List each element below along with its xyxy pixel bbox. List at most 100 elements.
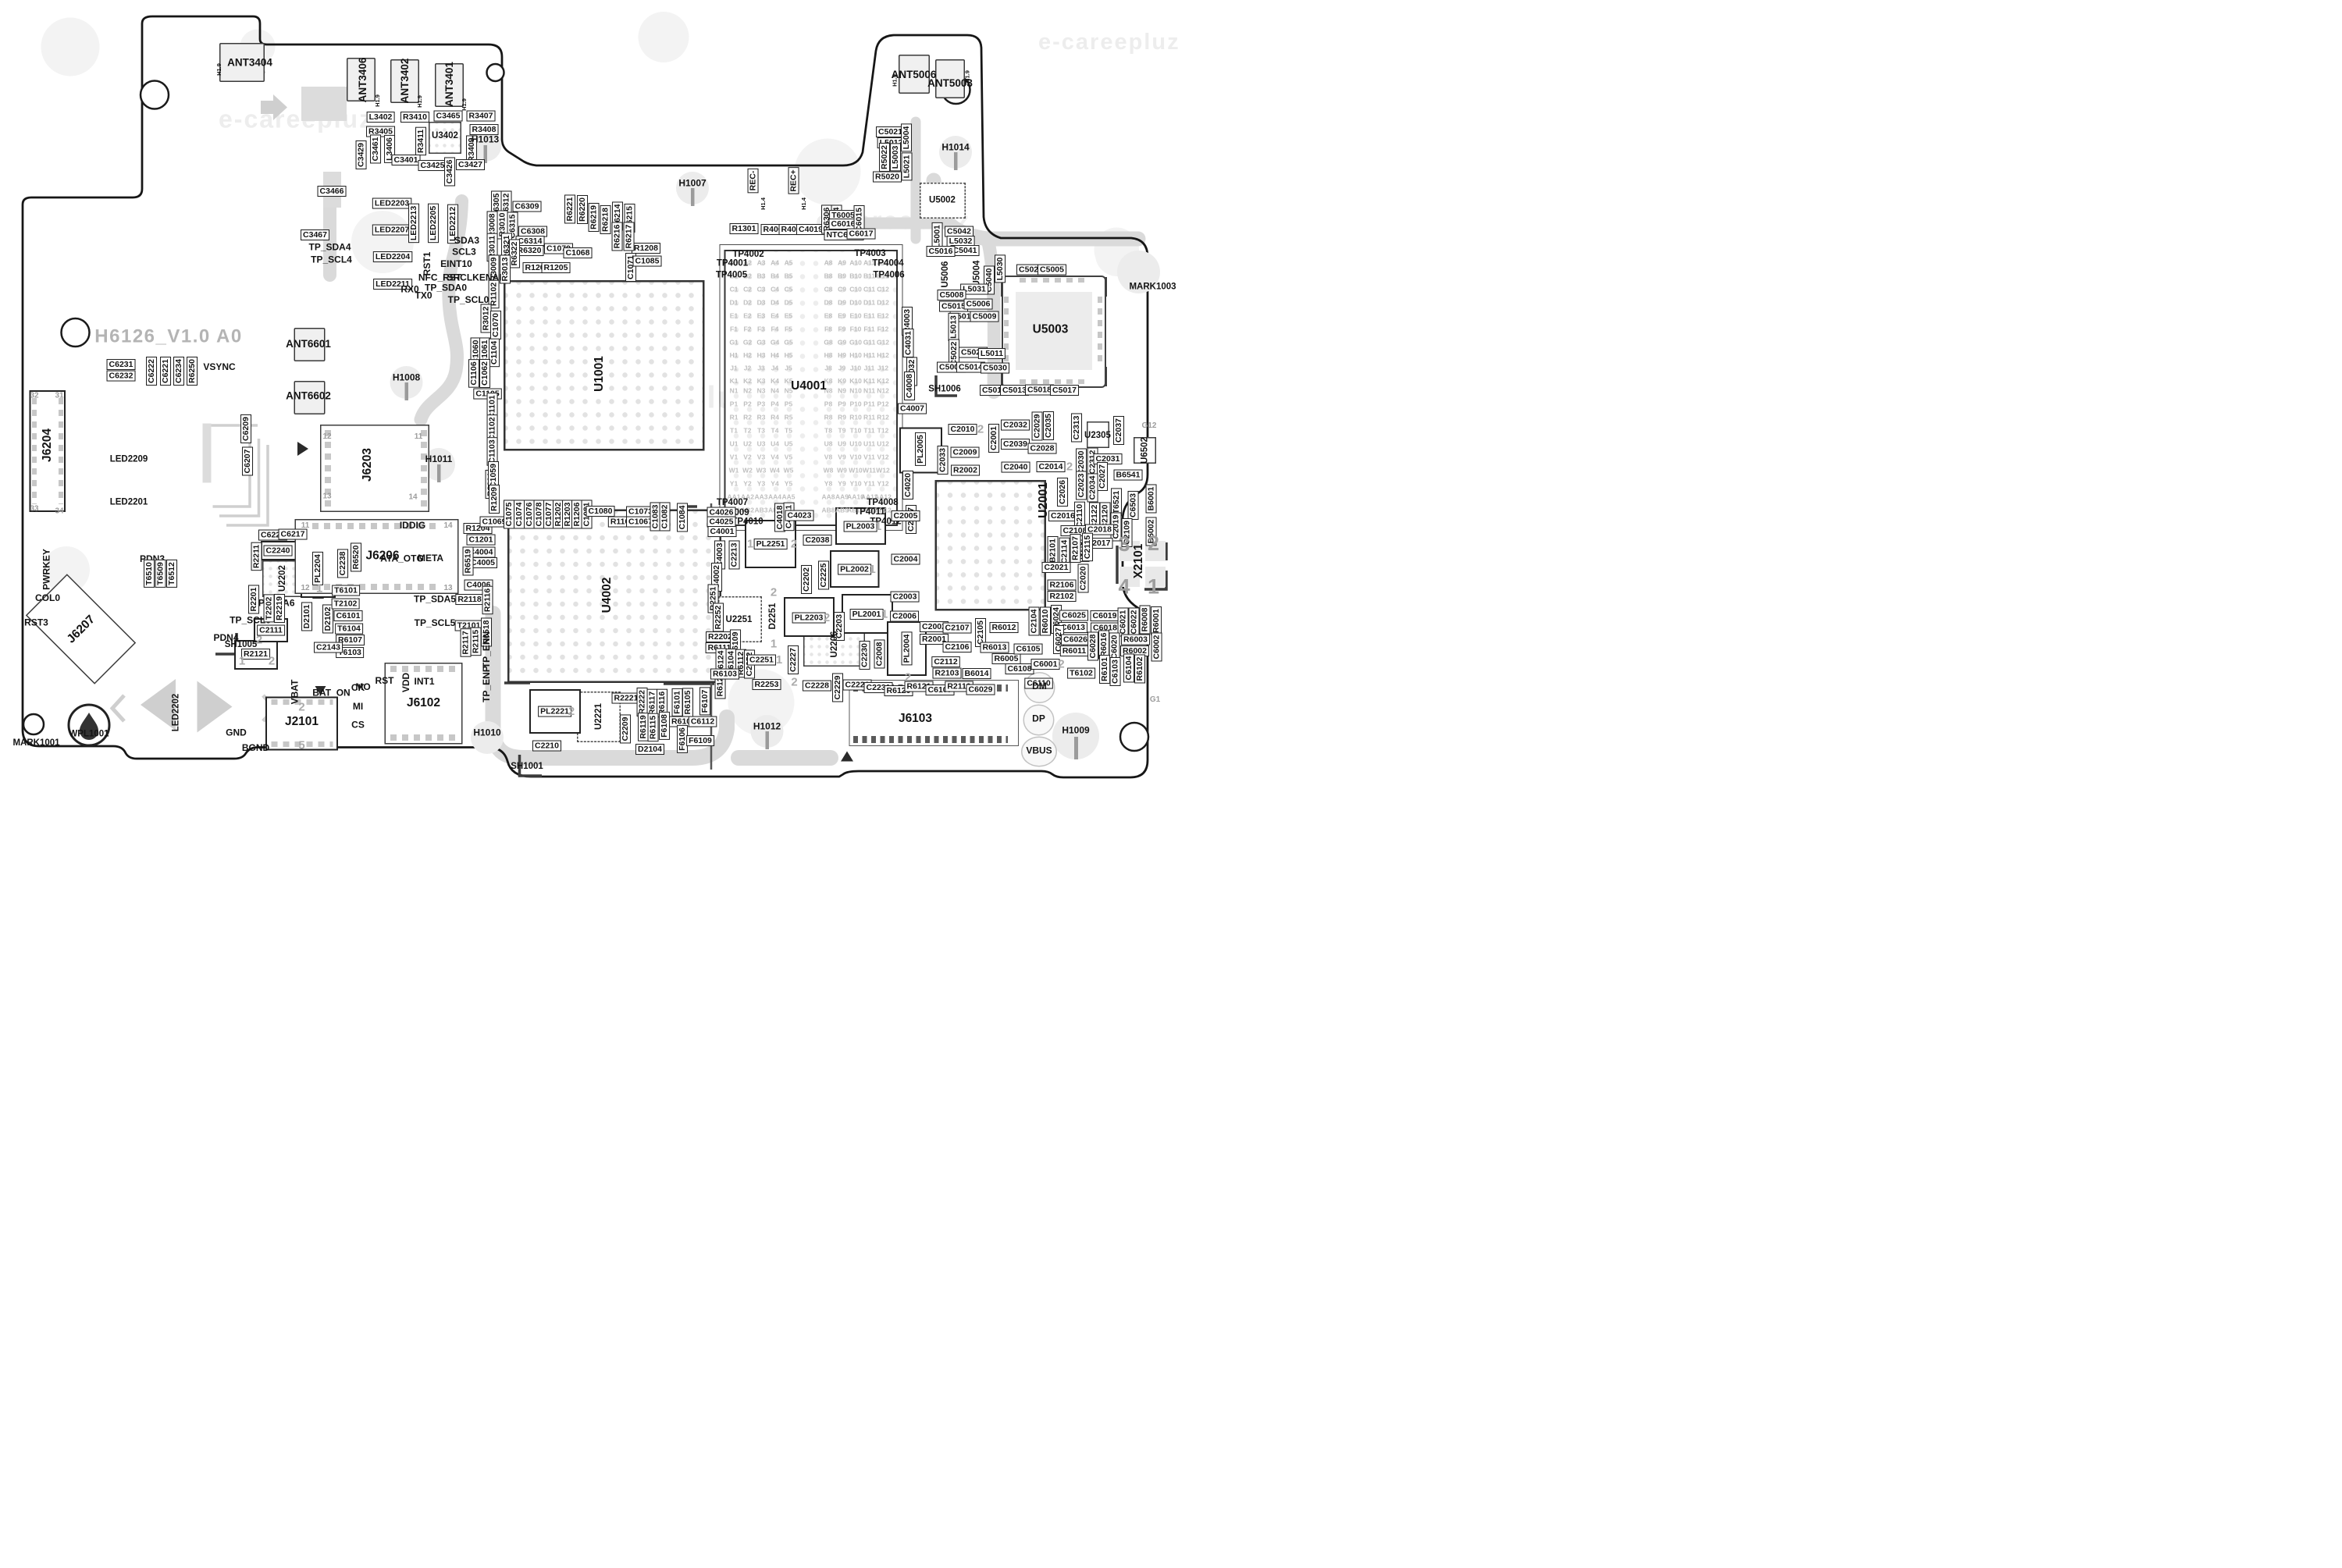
component-u1001 <box>504 280 705 451</box>
label-f6107: F6107 <box>699 687 710 716</box>
label-r3407: R3407 <box>466 110 496 122</box>
label-j6203: J6203 <box>359 447 374 482</box>
label-c2037: C2037 <box>1113 416 1124 445</box>
label-u4002: U4002 <box>599 577 614 613</box>
ball-ref: K8 <box>824 377 833 386</box>
label-r6001: R6001 <box>1151 606 1162 635</box>
ball-ref: E9 <box>838 312 846 320</box>
ball-ref: K1 <box>729 377 739 386</box>
label-c2001: C2001 <box>988 424 999 453</box>
label-r1301: R1301 <box>729 223 759 234</box>
label-r1209: R1209 <box>489 485 500 514</box>
ball-ref: A1 <box>729 259 739 267</box>
ball-ref: H4 <box>771 351 779 360</box>
label-r6105: R6105 <box>682 688 693 717</box>
ball-ref: K9 <box>838 377 846 386</box>
ball-ref: N8 <box>824 387 833 395</box>
label-h1012: H1012 <box>753 720 781 732</box>
label-l5004: L5004 <box>901 123 912 152</box>
ball-ref: H10 <box>849 351 862 360</box>
ball-ref: E12 <box>877 312 889 320</box>
label-1: 1 <box>238 654 246 668</box>
label-col0: COL0 <box>34 592 61 603</box>
label-d2251: D2251 <box>767 603 778 630</box>
connector-pads <box>853 736 1008 743</box>
ball-ref: V2 <box>743 453 752 461</box>
connector-pads <box>421 430 427 507</box>
ball-ref: J9 <box>838 364 846 372</box>
label-r6101: R6101 <box>1099 655 1110 684</box>
connector-pads <box>32 398 37 504</box>
ball-ref: A4 <box>771 259 779 267</box>
label-c2006: C2006 <box>890 610 919 622</box>
label-r6217: R6217 <box>623 222 635 251</box>
label-led2202: LED2202 <box>170 693 181 732</box>
label-33: 33 <box>30 503 39 513</box>
ball-ref: G1 <box>729 339 739 347</box>
label-r6320: R6320 <box>514 245 544 256</box>
ball-ref: W5 <box>783 467 794 475</box>
component-h1011-stub <box>437 464 441 482</box>
connector-pads <box>59 398 63 504</box>
component-x2101-pad4 <box>1119 567 1140 587</box>
ball-ref: J2 <box>743 364 752 372</box>
component-j6203 <box>320 425 429 512</box>
ball-ref: E3 <box>756 312 766 320</box>
label-c2003: C2003 <box>890 591 920 603</box>
label-pl2004: PL2004 <box>901 631 913 666</box>
ball-ref: N9 <box>838 387 846 395</box>
label-14: 14 <box>408 492 418 501</box>
label-c5030: C5030 <box>981 362 1009 374</box>
ball-ref: H12 <box>877 351 889 360</box>
component-u4001 <box>724 250 898 526</box>
ball-ref: A3 <box>756 259 766 267</box>
label-r3411: R3411 <box>415 126 426 156</box>
label-r2221: R2221 <box>611 692 641 704</box>
label-r6005: R6005 <box>991 653 1021 664</box>
label-c2009: C2009 <box>950 446 980 458</box>
label-t6509: T6509 <box>155 560 166 588</box>
label-c6001: C6001 <box>1030 659 1060 670</box>
label-c2021: C2021 <box>1041 562 1071 573</box>
label-c2010: C2010 <box>948 424 977 435</box>
ball-ref: F3 <box>757 325 765 333</box>
label-rec: REC- <box>747 168 759 194</box>
component-gray-pad-c <box>202 423 212 483</box>
component-ant3402-body <box>390 59 419 103</box>
label-c4008: C4008 <box>904 372 915 400</box>
ball-ref: F5 <box>785 325 792 333</box>
ball-ref: F4 <box>771 325 779 333</box>
ball-ref: C9 <box>838 286 846 293</box>
ball-ref: P11 <box>863 400 875 408</box>
label-c6029: C6029 <box>966 684 995 695</box>
label-t2102: T2102 <box>331 598 360 610</box>
label-nfc-rst: NFC_RST <box>418 272 462 283</box>
label-c1074: C1074 <box>514 500 525 529</box>
component-h1012-stub <box>765 731 769 749</box>
label-13: 13 <box>443 583 453 592</box>
label-ant6601: ANT6601 <box>286 337 331 350</box>
ball-ref: H1 <box>729 351 739 360</box>
ball-ref: J12 <box>877 364 889 372</box>
label-x2101: X2101 <box>1130 543 1145 579</box>
label-led2201: LED2201 <box>109 496 148 507</box>
ball-ref: T10 <box>849 427 862 435</box>
label-c2225: C2225 <box>818 560 829 590</box>
ball-ref: F11 <box>863 325 875 333</box>
ball-ref: E4 <box>771 312 779 320</box>
component-h1013-stub <box>483 145 487 163</box>
label-c6022: C6022 <box>1128 607 1140 637</box>
watermark-blob <box>638 12 689 62</box>
label-h1010: H1010 <box>473 727 501 738</box>
label-c2112: C2112 <box>931 656 960 667</box>
ball-ref: B5 <box>784 272 793 280</box>
component-j6102 <box>384 663 463 745</box>
label-h1-9: H1.9 <box>374 94 382 107</box>
label-c2213: C2213 <box>728 540 740 570</box>
component-ant3406-body <box>347 58 376 101</box>
label-c2028: C2028 <box>1027 443 1057 454</box>
component-u4002 <box>507 509 721 683</box>
label-u2251: U2251 <box>725 613 753 624</box>
label-u2221: U2221 <box>593 703 603 730</box>
label-r2115: R2115 <box>470 627 482 656</box>
